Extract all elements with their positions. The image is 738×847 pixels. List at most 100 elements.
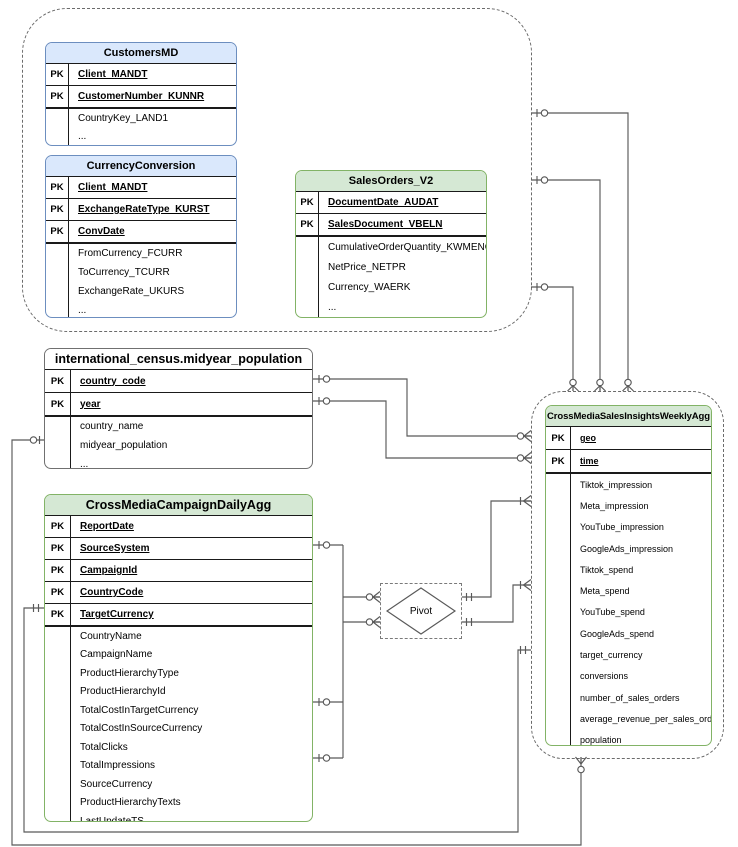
pk-field-name: TargetCurrency bbox=[80, 609, 154, 620]
pk-gutter bbox=[45, 455, 71, 468]
cardinality-one-or-many-icon bbox=[519, 495, 532, 591]
field-name: CountryKey_LAND1 bbox=[78, 112, 169, 124]
field-name: YouTube_spend bbox=[580, 607, 645, 618]
connector-pivot-to-spend bbox=[462, 584, 531, 623]
pk-badge: PK bbox=[45, 516, 71, 537]
pk-gutter bbox=[546, 729, 571, 745]
pk-gutter bbox=[45, 775, 71, 794]
field-row: LastUpdateTS bbox=[45, 812, 312, 822]
field-name: ... bbox=[78, 305, 87, 316]
pk-gutter bbox=[46, 127, 69, 145]
field-row: YouTube_impression bbox=[546, 516, 711, 538]
field-name: TotalClicks bbox=[80, 741, 128, 753]
field-row: ... bbox=[46, 127, 236, 145]
field-name: LastUpdateTS bbox=[80, 815, 144, 822]
entity-title: CurrencyConversion bbox=[46, 156, 236, 177]
field-name: CumulativeOrderQuantity_KWMENG bbox=[328, 241, 487, 253]
pivot-operator: Pivot bbox=[380, 583, 462, 639]
pk-gutter bbox=[546, 623, 571, 645]
field-name: CampaignName bbox=[80, 649, 153, 661]
pk-gutter bbox=[546, 686, 571, 709]
pk-badge: PK bbox=[296, 192, 319, 213]
field-row: TotalClicks bbox=[45, 738, 312, 757]
field-row: GoogleAds_impression bbox=[546, 537, 711, 560]
connector-sources-to-weekly-3 bbox=[531, 286, 574, 391]
pk-gutter bbox=[546, 516, 571, 538]
pk-badge: PK bbox=[46, 64, 69, 85]
field-row: TotalCostInSourceCurrency bbox=[45, 719, 312, 738]
pk-gutter bbox=[546, 601, 571, 624]
pk-gutter bbox=[296, 257, 319, 277]
connector-countrycode-to-geo bbox=[313, 378, 531, 437]
pk-gutter bbox=[46, 109, 69, 127]
field-row: ToCurrency_TCURR bbox=[46, 263, 236, 282]
pk-gutter bbox=[546, 665, 571, 687]
cardinality-zero-or-one-icon bbox=[29, 436, 41, 444]
pk-gutter bbox=[45, 417, 71, 436]
pk-field-name: ReportDate bbox=[80, 521, 134, 532]
field-row: ... bbox=[45, 455, 312, 468]
field-row: TotalCostInTargetCurrency bbox=[45, 701, 312, 720]
field-row: average_revenue_per_sales_order bbox=[546, 708, 711, 730]
field-name: TotalCostInSourceCurrency bbox=[80, 723, 203, 735]
pivot-diamond-icon bbox=[385, 587, 457, 635]
pk-gutter bbox=[296, 297, 319, 317]
connector-year-to-time bbox=[313, 400, 531, 459]
field-row: Tiktok_impression bbox=[546, 474, 711, 496]
field-name: ProductHierarchyId bbox=[80, 686, 166, 698]
cardinality-zero-or-many-icon bbox=[575, 756, 587, 774]
field-name: ExchangeRate_UKURS bbox=[78, 286, 185, 297]
field-name: NetPrice_NETPR bbox=[328, 261, 406, 273]
pk-row: PK ReportDate bbox=[45, 516, 312, 538]
field-name: TotalCostInTargetCurrency bbox=[80, 704, 199, 716]
pk-gutter bbox=[46, 282, 69, 301]
pk-gutter bbox=[45, 645, 71, 664]
pk-gutter bbox=[45, 682, 71, 701]
field-row: conversions bbox=[546, 665, 711, 687]
pk-gutter bbox=[546, 474, 571, 496]
pk-badge: PK bbox=[45, 560, 71, 581]
pk-field-name: SalesDocument_VBELN bbox=[328, 219, 443, 230]
pk-gutter bbox=[46, 263, 69, 282]
pk-gutter bbox=[45, 793, 71, 812]
field-row: ... bbox=[296, 297, 486, 317]
field-row: ProductHierarchyType bbox=[45, 664, 312, 683]
field-name: ProductHierarchyTexts bbox=[80, 797, 181, 809]
field-name: FromCurrency_FCURR bbox=[78, 248, 183, 259]
field-row: Meta_spend bbox=[546, 580, 711, 602]
entity-title: CrossMediaSalesInsightsWeeklyAgg bbox=[546, 406, 711, 427]
pk-row: PK ConvDate bbox=[46, 221, 236, 244]
pk-field-name: CustomerNumber_KUNNR bbox=[78, 91, 205, 102]
field-row: CountryKey_LAND1 bbox=[46, 109, 236, 127]
pk-gutter bbox=[45, 719, 71, 738]
field-name: ToCurrency_TCURR bbox=[78, 267, 170, 278]
pk-gutter bbox=[46, 244, 69, 263]
pk-badge: PK bbox=[45, 393, 71, 415]
field-name: Currency_WAERK bbox=[328, 281, 411, 293]
entity-title: CustomersMD bbox=[46, 43, 236, 64]
field-name: GoogleAds_spend bbox=[580, 628, 655, 639]
pk-gutter bbox=[45, 756, 71, 775]
pk-gutter bbox=[546, 580, 571, 602]
pk-field-name: Client_MANDT bbox=[78, 182, 148, 193]
pk-gutter bbox=[46, 301, 69, 317]
pk-field-name: geo bbox=[580, 433, 597, 443]
field-row: Tiktok_spend bbox=[546, 559, 711, 581]
pk-badge: PK bbox=[46, 221, 69, 242]
pk-field-name: ConvDate bbox=[78, 226, 125, 237]
pk-badge: PK bbox=[45, 538, 71, 559]
field-name: conversions bbox=[580, 671, 629, 682]
pk-gutter bbox=[546, 644, 571, 666]
pk-gutter bbox=[45, 436, 71, 455]
